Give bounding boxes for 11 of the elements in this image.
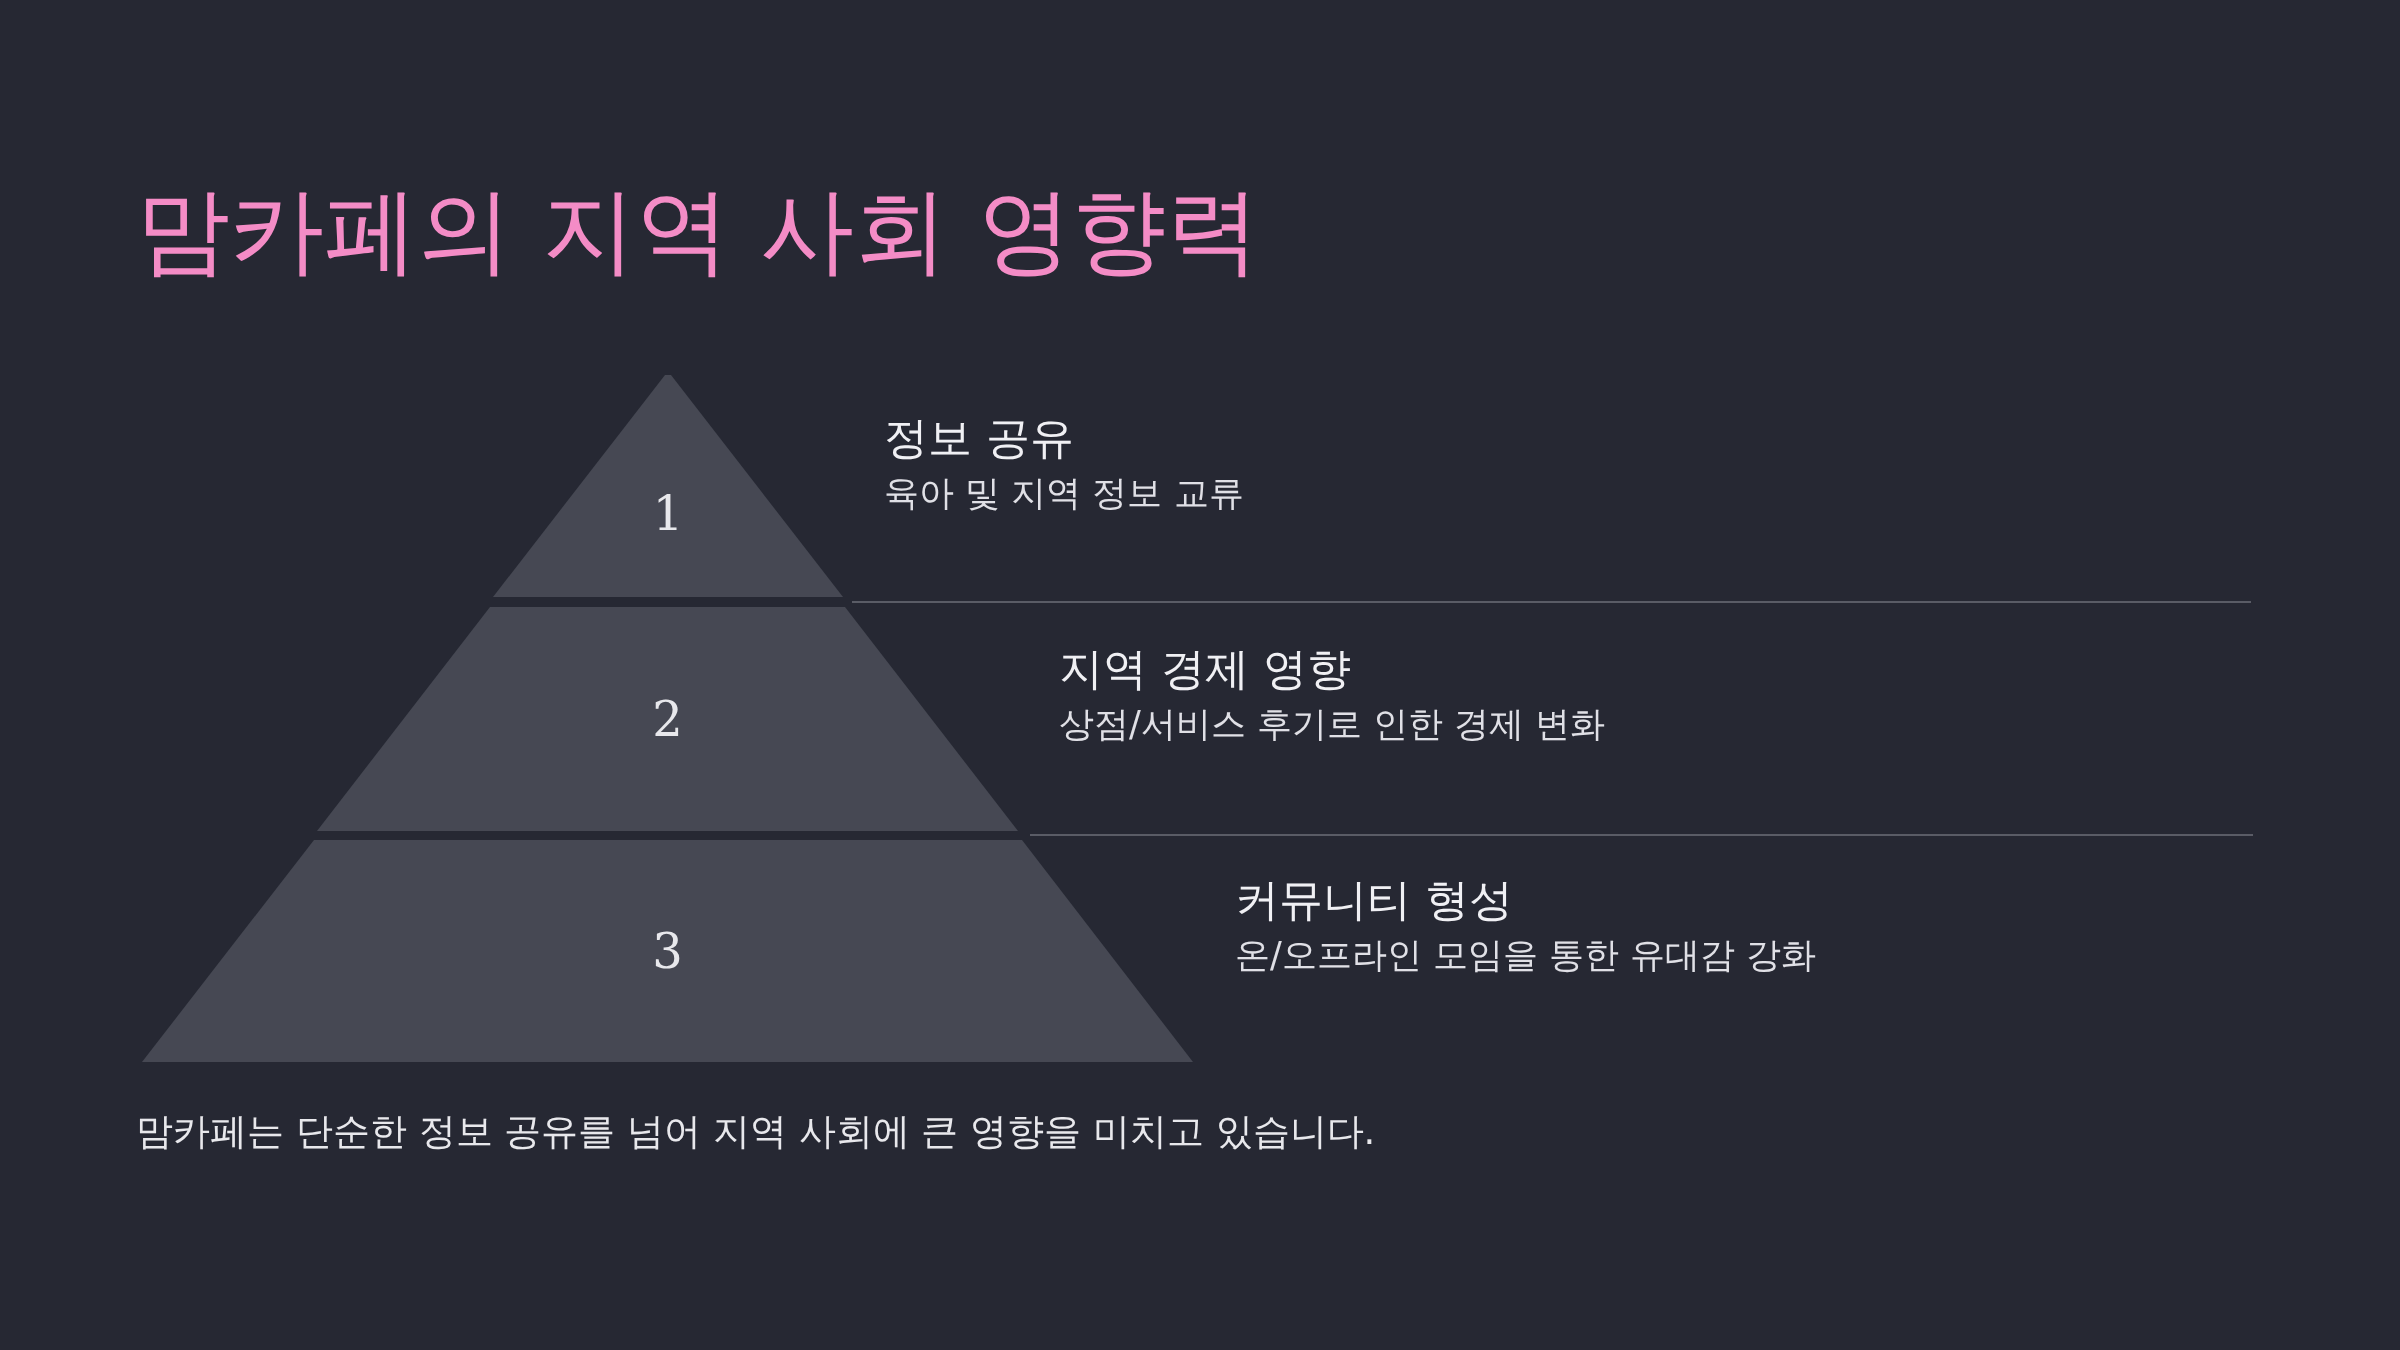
tier-heading: 지역 경제 영향 bbox=[1059, 643, 1351, 696]
tier-heading: 커뮤니티 형성 bbox=[1235, 874, 1513, 927]
tier-description: 온/오프라인 모임을 통한 유대감 강화 bbox=[1235, 934, 1817, 976]
tier-heading: 정보 공유 bbox=[884, 412, 1074, 465]
tier-description: 육아 및 지역 정보 교류 bbox=[884, 472, 1244, 514]
title: 맘카페의 지역 사회 영향력 bbox=[136, 175, 1260, 287]
tier-number: 3 bbox=[651, 922, 684, 981]
caption: 맘카페는 단순한 정보 공유를 넘어 지역 사회에 큰 영향을 미치고 있습니다. bbox=[136, 1110, 1376, 1155]
tier-description: 상점/서비스 후기로 인한 경제 변화 bbox=[1059, 703, 1606, 745]
tier-number: 1 bbox=[651, 483, 685, 543]
tier-number: 2 bbox=[651, 690, 684, 749]
